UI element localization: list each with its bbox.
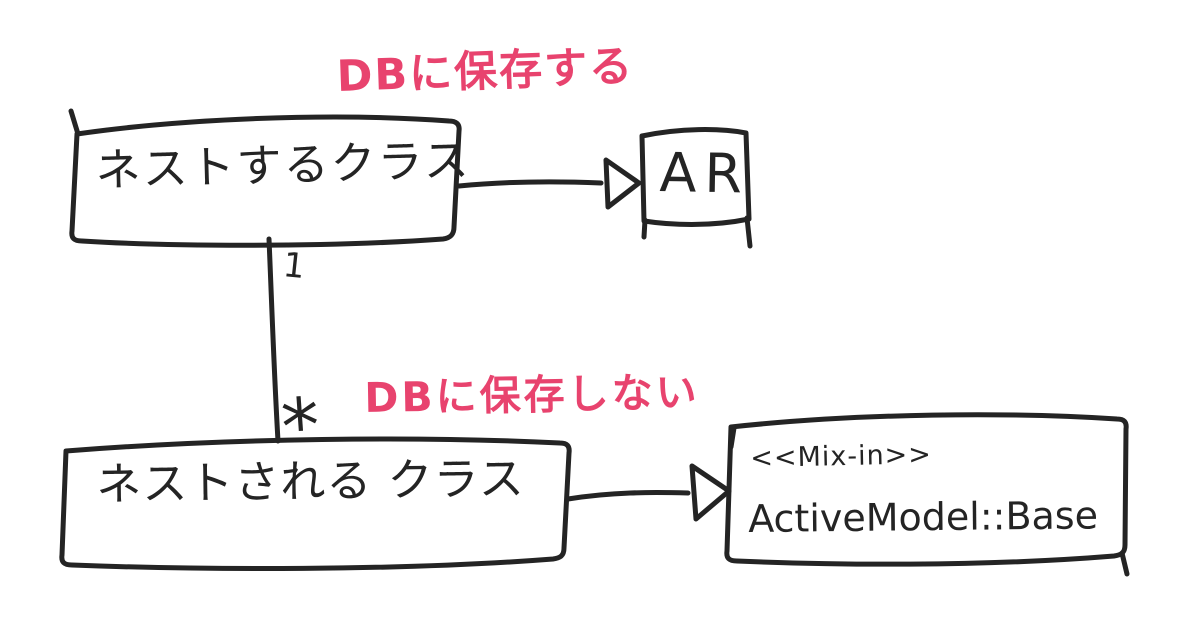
mixin-class-label: ActiveModel::Base: [747, 493, 1099, 541]
nested-class-box: [59, 436, 572, 572]
association-line: [266, 236, 281, 444]
nesting-class-box: [69, 114, 462, 248]
annotation-save-to-db: DBに保存する: [335, 41, 635, 102]
multiplicity-one: 1: [281, 245, 307, 288]
generalization-line-to-mixin: [565, 490, 691, 502]
mixin-box: [724, 412, 1129, 567]
annotation-dont-save-to-db: DBに保存しない: [363, 368, 701, 422]
generalization-line-to-ar: [456, 179, 604, 189]
generalization-arrowhead-to-ar: [603, 157, 642, 210]
nesting-class-box-corner-tick: [68, 108, 81, 137]
nesting-class-label: ネストするクラス: [94, 133, 472, 197]
ar-box-tick-left: [641, 217, 648, 240]
ar-box-tick-right: [744, 215, 753, 249]
generalization-arrowhead-to-mixin: [689, 463, 732, 522]
ar-class-label: AR: [658, 141, 751, 206]
mixin-stereotype-label: <<Mix-in>>: [749, 439, 933, 474]
mixin-box-tick-left: [728, 425, 737, 450]
mixin-box-tick-right: [1119, 550, 1130, 577]
multiplicity-many: *: [278, 380, 323, 472]
